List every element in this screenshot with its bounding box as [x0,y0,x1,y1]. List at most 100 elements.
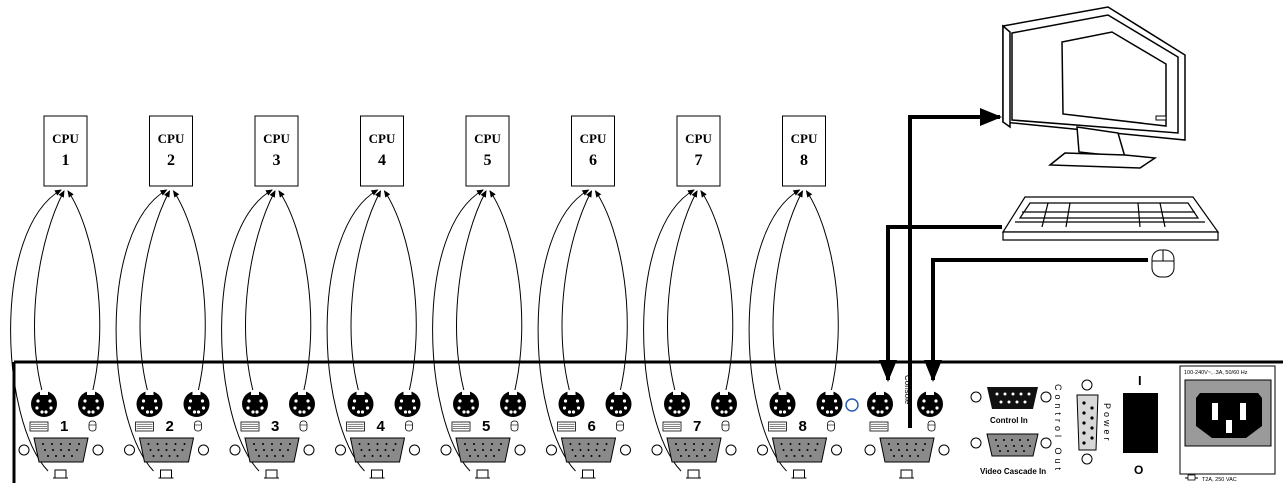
console-mouse-port [917,390,943,417]
control-in-label: Control In [990,416,1028,425]
cpu-label: CPU [791,131,818,146]
cpu-box: CPU 7 [676,115,721,187]
voltage-rating: 100-240V~, .3A, 50/60 Hz [1184,370,1248,376]
keyboard-port-icon [451,421,471,432]
mouse-cable [67,190,101,399]
video-cable [326,189,379,472]
keyboard-cable [34,190,65,399]
cpu-cable-set [326,189,417,472]
cpu-case [149,115,193,187]
port-set: 3 [229,390,315,479]
port-set: 2 [124,390,210,479]
keyboard-port [558,390,585,417]
cpu-label: CPU [685,131,712,146]
mouse-cable [383,190,417,399]
cpu-label: CPU [158,131,185,146]
video-cable [643,189,695,472]
port-number: 2 [166,418,174,435]
kvm-back-panel [12,360,1283,483]
mouse-cable [489,190,523,399]
port-number: 8 [799,418,807,435]
keyboard-port-icon [662,421,682,432]
keyboard-cable [772,190,803,399]
cpu-number: 1 [62,152,70,169]
mouse-cable [805,190,839,399]
control-out-label: Control Out [1053,384,1063,474]
mouse-port-icon [405,420,413,432]
power-label: Power [1102,403,1112,444]
cpu-number: 8 [800,152,808,169]
console-ports: Console [845,375,950,479]
video-port [651,437,737,479]
cpu-number: 4 [378,152,386,169]
mouse-port-icon [616,420,624,432]
port-number: 4 [377,418,386,435]
keyboard-icon [1001,196,1220,241]
control-out-port [1076,394,1099,451]
cpu-case [43,115,88,187]
port-number: 5 [482,418,490,435]
video-cascade-in-port [986,433,1039,457]
mouse-port-icon [927,420,936,432]
video-port [18,437,104,479]
video-cascade-in-label: Video Cascade In [980,467,1046,476]
monitor-icon [1002,6,1186,169]
cpu-number: 3 [273,152,281,169]
cpu-cable-set [537,189,628,472]
cpu-box: CPU 1 [43,115,88,187]
status-led [845,398,859,412]
video-port [335,437,420,479]
mouse-port [289,390,315,417]
cpu-label: CPU [474,131,501,146]
port-set: 5 [440,390,526,479]
port-number: 7 [693,418,701,435]
video-port [124,437,209,479]
port-set: 6 [546,390,632,479]
mouse-port [816,390,843,417]
cpu-label: CPU [52,131,79,146]
cpu-box: CPU 8 [782,115,826,187]
mouse-port [394,390,421,417]
video-port [546,437,631,479]
video-port [440,437,526,479]
port-set: 1 [18,390,104,479]
port-group: 1 2 3 4 5 6 7 8 [18,390,843,479]
mouse-port-icon [88,420,97,432]
keyboard-port-icon [869,421,889,432]
mouse-port-icon [510,420,519,432]
mouse-port-icon [827,420,835,432]
cpu-case [254,115,299,187]
console-label: Console [903,375,912,405]
cpu-number: 7 [695,152,703,169]
port-number: 3 [271,418,279,435]
cpu-box: CPU 3 [254,115,299,187]
cpu-label: CPU [263,131,290,146]
cpu-label: CPU [369,131,396,146]
cpu-cable-set [748,189,839,472]
cpu-cable-set [10,189,101,472]
power-switch [1123,393,1158,453]
cpu-case [360,115,404,187]
mouse-icon [1151,249,1175,278]
video-cable [221,189,273,472]
port-number: 6 [588,418,596,435]
keyboard-cable [139,190,170,399]
mouse-port [500,390,526,417]
mouse-port-icon [721,420,730,432]
mouse-cable [594,190,628,399]
video-port [757,437,842,479]
mouse-cable [172,190,206,399]
keyboard-port [242,390,268,417]
cpu-cable-set [115,189,206,472]
video-port [229,437,315,479]
keyboard-cable [456,190,487,399]
video-cable [537,189,590,472]
keyboard-port [664,390,690,417]
control-in-port [987,387,1038,409]
keyboard-cable [350,190,381,399]
port-set: 4 [335,390,421,479]
keyboard-port [136,390,163,417]
ac-inlet-block: 100-240V~, .3A, 50/60 Hz T2A, 250 VAC [1179,365,1276,483]
